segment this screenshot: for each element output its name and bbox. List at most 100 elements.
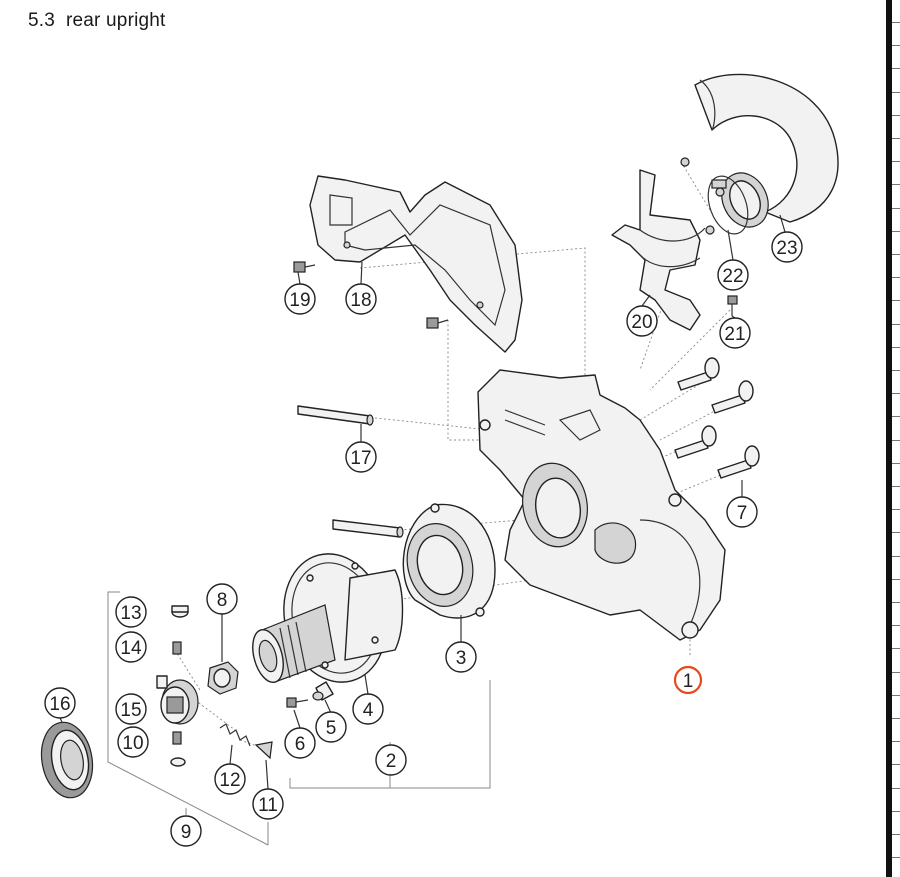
part-15-cap [160,679,199,725]
part-20-bracket [611,157,725,331]
edge-tick [892,300,900,301]
part-13-cap [171,605,189,618]
edge-tick [892,648,900,649]
part-14-screw [172,641,182,655]
callout-22: 22 [717,259,749,291]
svg-text:5: 5 [326,718,337,739]
callout-11: 11 [252,788,284,820]
callout-3: 3 [445,641,477,673]
callout-18: 18 [345,283,377,315]
edge-tick [892,556,900,557]
svg-text:13: 13 [120,603,141,624]
part-7-bolts [674,357,760,479]
edge-tick [892,811,900,812]
edge-tick [892,370,900,371]
callout-1: 1 [673,665,703,695]
callout-4: 4 [352,693,384,725]
part-11-pin [254,741,273,760]
svg-text:22: 22 [722,266,743,287]
part-3-bearing [402,503,496,619]
part-1-upright [477,369,726,641]
callout-21: 21 [719,317,751,349]
edge-tick [892,45,900,46]
svg-text:6: 6 [295,734,306,755]
callout-15: 15 [115,693,147,725]
svg-text:12: 12 [219,770,240,791]
page-title: 5.3 rear upright [28,10,166,31]
callout-16: 16 [44,687,76,719]
part-8-nut [207,661,239,695]
svg-text:16: 16 [49,694,70,715]
edge-tick [892,347,900,348]
callout-2: 2 [375,744,407,776]
callout-leaders [59,214,786,790]
svg-text:14: 14 [120,638,142,659]
callout-9: 9 [170,815,202,847]
callout-13: 13 [115,596,147,628]
part-6-screw [286,697,309,708]
edge-tick [892,741,900,742]
part-stud [332,519,404,538]
svg-text:10: 10 [122,733,143,754]
edge-tick [892,463,900,464]
edge-tick [892,324,900,325]
callout-6: 6 [284,727,316,759]
page-edge-ticks [892,0,900,877]
callout-19: 19 [284,283,316,315]
edge-tick [892,68,900,69]
svg-text:7: 7 [737,503,748,524]
edge-tick [892,208,900,209]
callout-8: 8 [206,583,238,615]
callouts: 1 2 3 4 5 6 7 8 9 10 11 12 13 14 15 16 1… [44,231,803,847]
svg-text:18: 18 [350,290,371,311]
edge-tick [892,184,900,185]
edge-tick [892,625,900,626]
part-4-hub [252,553,404,684]
edge-tick [892,764,900,765]
edge-tick [892,277,900,278]
part-5-nipple [312,681,334,701]
part-23-duct [694,73,839,228]
edge-tick [892,602,900,603]
edge-tick [892,231,900,232]
svg-text:17: 17 [350,448,371,469]
svg-text:4: 4 [363,700,374,721]
part-19-screws [293,261,449,329]
part-12-spring [219,723,251,747]
edge-tick [892,161,900,162]
callout-14: 14 [115,631,147,663]
callout-23: 23 [771,231,803,263]
edge-tick [892,393,900,394]
edge-tick [892,579,900,580]
edge-tick [892,718,900,719]
edge-tick [892,92,900,93]
edge-tick [892,254,900,255]
edge-tick [892,486,900,487]
callout-7: 7 [726,496,758,528]
svg-text:15: 15 [120,700,141,721]
page-edge-bar [886,0,892,877]
part-10-screw [170,731,186,767]
edge-tick [892,440,900,441]
callout-17: 17 [345,441,377,473]
edge-tick [892,416,900,417]
svg-text:3: 3 [456,648,467,669]
edge-tick [892,138,900,139]
svg-text:8: 8 [217,590,228,611]
svg-text:20: 20 [631,312,652,333]
edge-tick [892,532,900,533]
part-21-bolt [727,295,738,316]
svg-text:21: 21 [724,324,745,345]
edge-tick [892,115,900,116]
edge-tick [892,788,900,789]
part-lock-pin [156,675,168,689]
part-17-pin [297,405,374,426]
edge-tick [892,834,900,835]
edge-tick [892,672,900,673]
svg-text:9: 9 [181,822,192,843]
svg-text:23: 23 [776,238,797,259]
svg-text:1: 1 [683,671,694,692]
edge-tick [892,22,900,23]
callout-10: 10 [117,726,149,758]
